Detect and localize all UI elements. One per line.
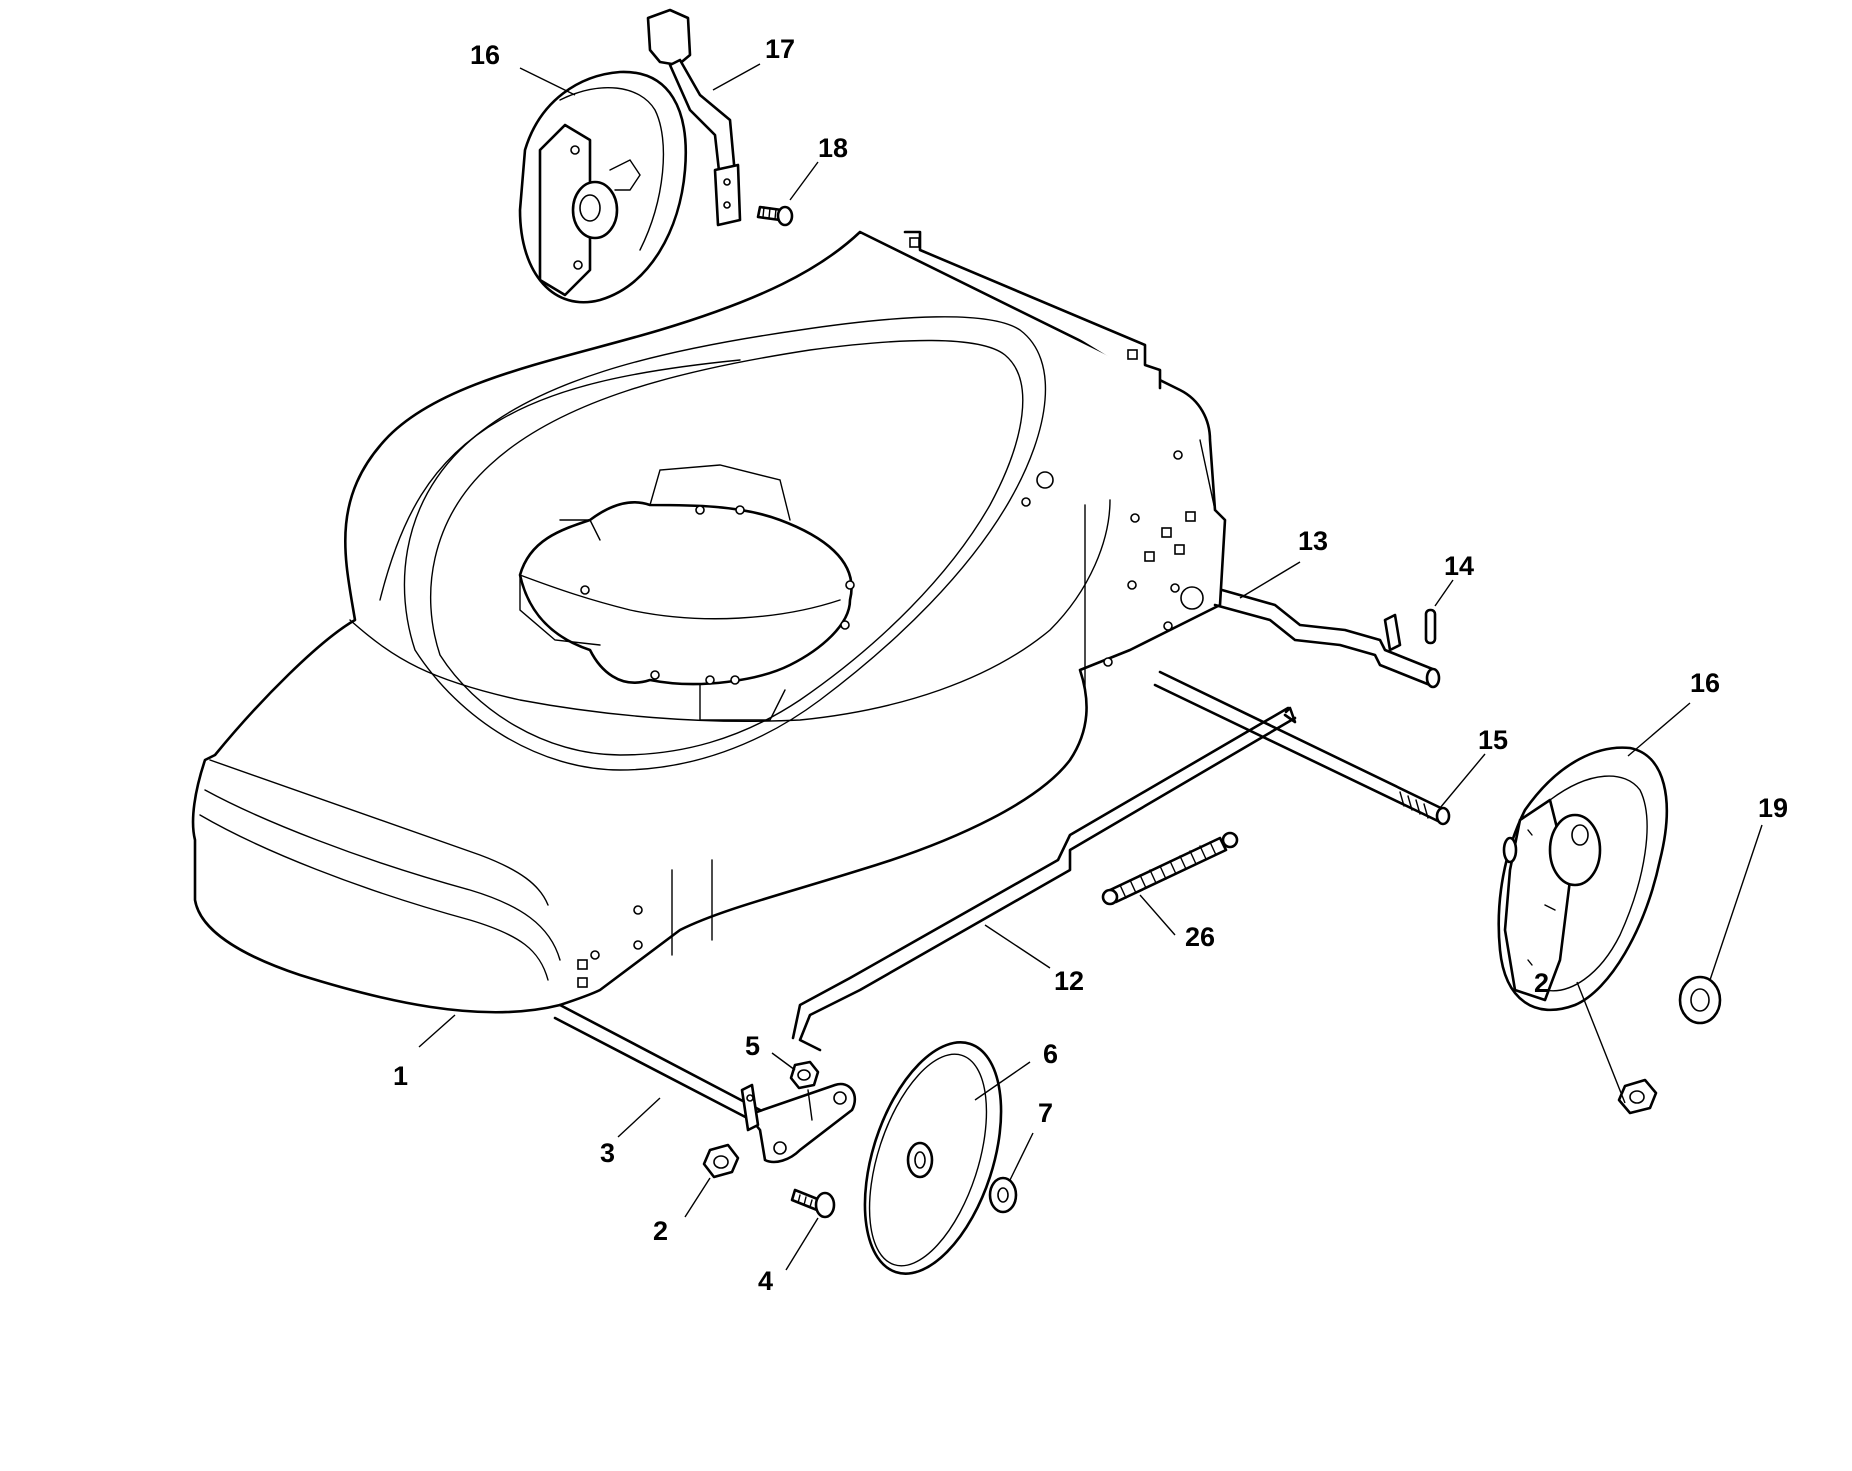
rear-axle bbox=[1213, 588, 1441, 689]
callout-14: 14 bbox=[1444, 551, 1474, 581]
callout-26: 26 bbox=[1185, 922, 1215, 952]
callout-5: 5 bbox=[745, 1031, 760, 1061]
front-axle-rod bbox=[1153, 670, 1451, 826]
washer-7 bbox=[988, 1176, 1018, 1214]
callout-7: 7 bbox=[1038, 1098, 1053, 1128]
callout-6: 6 bbox=[1043, 1039, 1058, 1069]
screw-18 bbox=[756, 205, 794, 227]
pin bbox=[1424, 608, 1437, 645]
bolt-4 bbox=[790, 1188, 836, 1219]
spring bbox=[1101, 831, 1239, 906]
callout-16: 16 bbox=[1690, 668, 1720, 698]
washer-19 bbox=[1678, 975, 1722, 1025]
callout-labels: 1 2 2 3 4 5 6 7 12 13 14 15 16 16 17 18 … bbox=[393, 34, 1788, 1296]
mower-deck bbox=[191, 230, 1227, 1014]
nut-2-front bbox=[702, 1143, 740, 1179]
callout-19: 19 bbox=[1758, 793, 1788, 823]
rear-wheel-cover-left bbox=[518, 70, 688, 304]
hub-cap bbox=[863, 1041, 1003, 1275]
leader-lines bbox=[418, 63, 1763, 1271]
callout-3: 3 bbox=[600, 1138, 615, 1168]
handle-bracket bbox=[646, 8, 742, 227]
height-bracket bbox=[740, 1082, 857, 1164]
callout-4: 4 bbox=[758, 1266, 773, 1296]
callout-1: 1 bbox=[393, 1061, 408, 1091]
height-adjust-rod bbox=[791, 706, 1297, 1052]
callout-2: 2 bbox=[1534, 968, 1549, 998]
front-rod bbox=[553, 1003, 762, 1124]
callout-12: 12 bbox=[1054, 966, 1084, 996]
rear-wheel-cover-right bbox=[1497, 746, 1668, 1012]
callout-2: 2 bbox=[653, 1216, 668, 1246]
callout-16: 16 bbox=[470, 40, 500, 70]
callout-15: 15 bbox=[1478, 725, 1508, 755]
callout-17: 17 bbox=[765, 34, 795, 64]
callout-13: 13 bbox=[1298, 526, 1328, 556]
nut-5 bbox=[789, 1060, 820, 1090]
callout-18: 18 bbox=[818, 133, 848, 163]
nut-2-rear bbox=[1617, 1078, 1658, 1115]
